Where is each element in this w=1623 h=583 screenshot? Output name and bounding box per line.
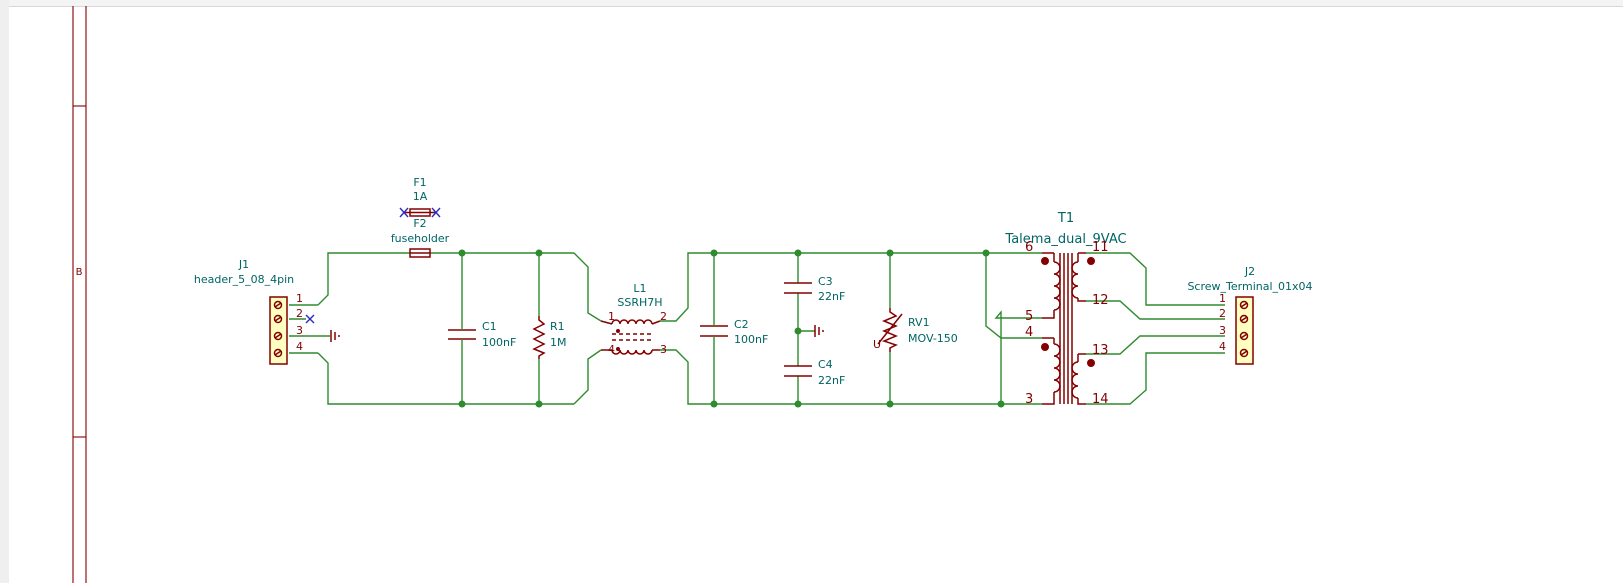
c3-value-label: 22nF: [818, 290, 845, 303]
rv1-voltage-mark: U: [873, 338, 881, 351]
t1-ref-label: T1: [1057, 211, 1074, 226]
wires: [289, 252, 1225, 405]
window-top-edge: [9, 0, 1623, 7]
f2-fuseholder[interactable]: F2 fuseholder: [391, 217, 450, 258]
l1-choke[interactable]: L1 SSRH7H 1 2 3 4: [600, 282, 667, 356]
f1-fuse[interactable]: F1 1A: [399, 176, 441, 218]
f1-ref-label: F1: [413, 176, 426, 189]
t1-pin-4: 4: [1025, 325, 1033, 340]
rv1-varistor[interactable]: U RV1 MOV-150: [873, 308, 958, 352]
c4-capacitor[interactable]: C4 22nF: [784, 358, 845, 387]
earth-icon: [330, 330, 340, 342]
no-connect-icon: [305, 314, 315, 324]
rv1-value-label: MOV-150: [908, 332, 958, 345]
l1-pin-1: 1: [608, 310, 615, 323]
c2-ref-label: C2: [734, 318, 749, 331]
j2-pin-3: 3: [1219, 324, 1226, 337]
t1-pin-11: 11: [1092, 240, 1109, 255]
f2-value-label: fuseholder: [391, 232, 450, 245]
l1-pin-4: 4: [608, 343, 615, 356]
window-left-edge: [0, 0, 9, 583]
c1-value-label: 100nF: [482, 336, 516, 349]
c1-ref-label: C1: [482, 320, 497, 333]
l1-ref-label: L1: [633, 282, 646, 295]
c1-capacitor[interactable]: C1 100nF: [448, 320, 516, 349]
junctions: [458, 249, 1005, 408]
j1-ref-label: J1: [238, 258, 249, 271]
j2-pin-4: 4: [1219, 340, 1226, 353]
c4-value-label: 22nF: [818, 374, 845, 387]
j2-screw-terminal[interactable]: J2 Screw_Terminal_01x04 1 2 3 4: [1187, 265, 1313, 365]
zone-label-b: B: [76, 267, 83, 278]
l1-pin-2: 2: [660, 310, 667, 323]
j1-connector[interactable]: J1 header_5_08_4pin 1 2 3 4: [194, 258, 303, 365]
no-connect-icon: [399, 207, 441, 218]
r1-ref-label: R1: [550, 320, 565, 333]
j2-pin-2: 2: [1219, 307, 1226, 320]
j2-ref-label: J2: [1244, 265, 1255, 278]
j1-pin-2: 2: [296, 307, 303, 320]
t1-pin-6: 6: [1025, 240, 1033, 255]
t1-transformer[interactable]: T1 Talema_dual_9VAC 6 11 5 12 4 13 3 14: [1004, 211, 1126, 407]
t1-pin-13: 13: [1092, 343, 1109, 358]
t1-pin-3: 3: [1025, 392, 1033, 407]
earth-icon: [814, 325, 824, 337]
c4-ref-label: C4: [818, 358, 833, 371]
j2-pin-1: 1: [1219, 292, 1226, 305]
c2-value-label: 100nF: [734, 333, 768, 346]
rv1-ref-label: RV1: [908, 316, 930, 329]
t1-pin-5: 5: [1025, 309, 1033, 324]
t1-value-label: Talema_dual_9VAC: [1004, 232, 1126, 247]
j1-pin-4: 4: [296, 340, 303, 353]
r1-value-label: 1M: [550, 336, 567, 349]
j1-pin-1: 1: [296, 292, 303, 305]
j1-value-label: header_5_08_4pin: [194, 273, 294, 286]
j1-pin-3: 3: [296, 324, 303, 337]
c3-ref-label: C3: [818, 275, 833, 288]
c3-capacitor[interactable]: C3 22nF: [784, 275, 845, 303]
r1-resistor[interactable]: R1 1M: [532, 316, 567, 359]
l1-value-label: SSRH7H: [617, 296, 662, 309]
f1-value-label: 1A: [413, 190, 428, 203]
f2-ref-label: F2: [413, 217, 426, 230]
j2-value-label: Screw_Terminal_01x04: [1187, 280, 1312, 293]
t1-pin-14: 14: [1092, 392, 1109, 407]
t1-pin-12: 12: [1092, 293, 1109, 308]
c2-capacitor[interactable]: C2 100nF: [700, 318, 768, 346]
sheet-frame: B: [72, 6, 87, 583]
l1-pin-3: 3: [660, 343, 667, 356]
